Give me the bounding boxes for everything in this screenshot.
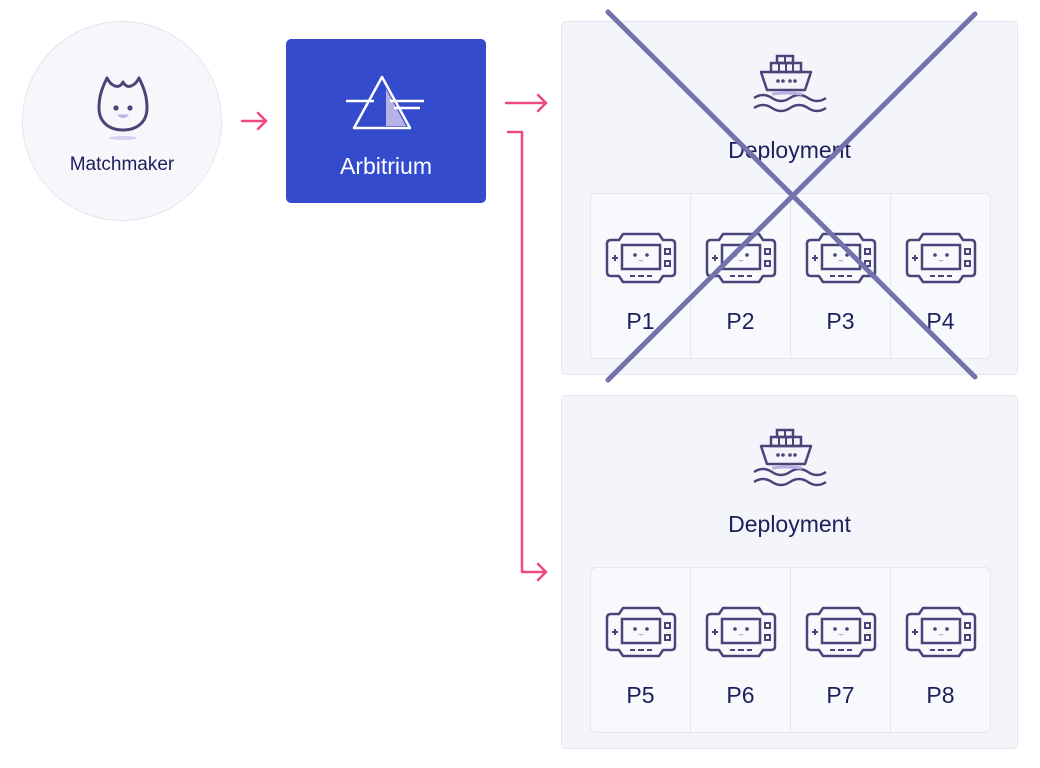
game-console-icon <box>705 606 777 658</box>
matchmaker-label: Matchmaker <box>69 154 175 175</box>
flame-mascot-icon <box>97 76 149 140</box>
arrow-arbitrium-to-deployment-1 <box>504 93 548 113</box>
player-row: P5 P6 <box>590 567 991 733</box>
deployment-1: Deployment P1 <box>561 21 1018 375</box>
player-label: P7 <box>826 682 855 708</box>
arrow-arbitrium-to-deployment-2 <box>506 130 548 582</box>
game-console-icon <box>905 232 977 284</box>
deployment-title: Deployment <box>728 511 851 537</box>
matchmaker-node: Matchmaker <box>22 21 222 221</box>
arbitrium-label: Arbitrium <box>339 153 432 179</box>
ship-icon <box>753 54 827 113</box>
game-console-icon <box>805 606 877 658</box>
player-slot: P3 <box>790 194 890 358</box>
arrow-matchmaker-to-arbitrium <box>240 111 268 131</box>
player-label: P5 <box>626 682 655 708</box>
game-console-icon <box>805 232 877 284</box>
player-slot: P4 <box>890 194 990 358</box>
player-slot: P2 <box>690 194 790 358</box>
player-label: P2 <box>726 308 755 334</box>
game-console-icon <box>605 232 677 284</box>
player-slot: P6 <box>690 568 790 732</box>
player-slot: P1 <box>591 194 690 358</box>
deployment-title: Deployment <box>728 137 851 163</box>
player-label: P6 <box>726 682 755 708</box>
player-slot: P7 <box>790 568 890 732</box>
game-console-icon <box>705 232 777 284</box>
ship-icon <box>753 428 827 487</box>
sail-logo-icon <box>346 75 424 130</box>
player-label: P4 <box>926 308 955 334</box>
player-slot: P5 <box>591 568 690 732</box>
arbitrium-node: Arbitrium <box>286 39 486 203</box>
player-label: P1 <box>626 308 655 334</box>
player-label: P3 <box>826 308 855 334</box>
game-console-icon <box>605 606 677 658</box>
deployment-2: Deployment P5 <box>561 395 1018 749</box>
game-console-icon <box>905 606 977 658</box>
player-label: P8 <box>926 682 955 708</box>
player-slot: P8 <box>890 568 990 732</box>
player-row: P1 P2 <box>590 193 991 359</box>
